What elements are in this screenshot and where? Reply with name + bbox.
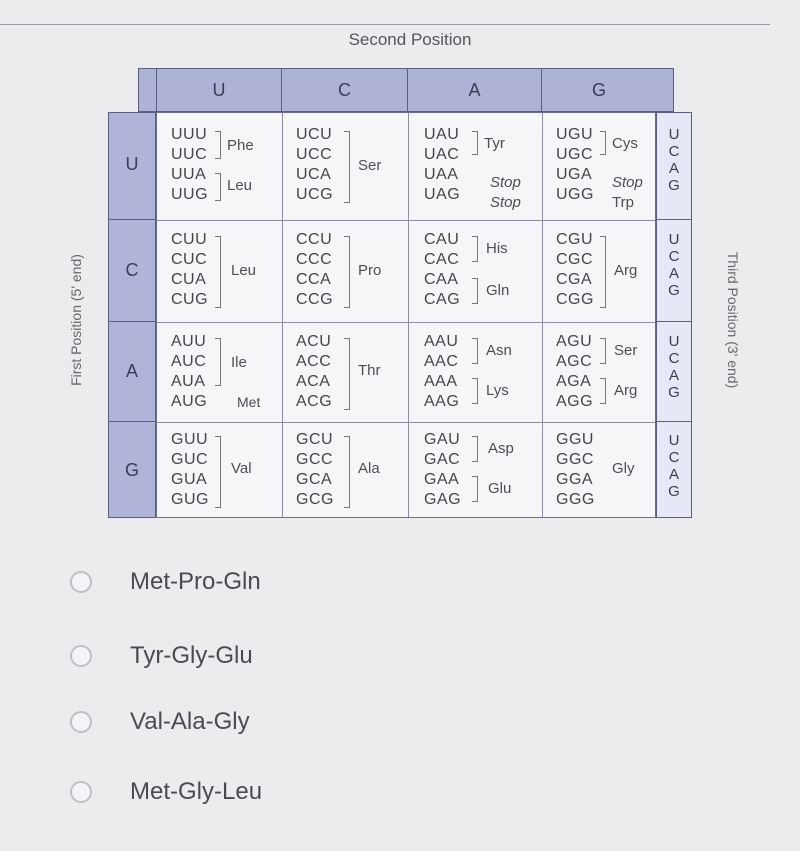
- amino-acid-label: Ile: [231, 354, 247, 371]
- row-head-u: U: [125, 154, 139, 174]
- row-head-a: A: [125, 361, 138, 381]
- amino-acid-label: Stop: [612, 174, 643, 191]
- column-header-band: [138, 68, 674, 112]
- amino-acid-label: His: [486, 240, 508, 257]
- amino-acid-label: Stop: [490, 194, 521, 211]
- amino-acid-label: Arg: [614, 262, 638, 279]
- amino-acid-label: Val: [231, 460, 252, 477]
- col-head-c: C: [281, 68, 407, 112]
- option-label: Met-Gly-Leu: [130, 778, 263, 805]
- answer-option-2[interactable]: Tyr-Gly-Glu: [70, 636, 253, 676]
- amino-acid-label: Cys: [612, 135, 638, 152]
- top-divider: [0, 24, 770, 25]
- option-label: Tyr-Gly-Glu: [130, 642, 253, 669]
- amino-acid-label: Ser: [358, 157, 382, 174]
- amino-acid-label: Phe: [227, 137, 254, 154]
- amino-acid-label: Asp: [488, 440, 514, 457]
- row-header-band: [108, 112, 156, 518]
- row-head-c: C: [125, 260, 139, 280]
- amino-acid-label: Thr: [358, 362, 381, 379]
- answer-option-4[interactable]: Met-Gly-Leu: [70, 772, 262, 812]
- amino-acid-label: Asn: [486, 342, 512, 359]
- amino-acid-label: Met: [237, 394, 261, 410]
- amino-acid-label: Ser: [614, 342, 638, 359]
- radio-button[interactable]: [70, 645, 92, 667]
- amino-acid-label: Tyr: [484, 135, 505, 152]
- answer-option-3[interactable]: Val-Ala-Gly: [70, 702, 250, 742]
- option-label: Met-Pro-Gln: [130, 568, 261, 595]
- amino-acid-label: Gln: [486, 282, 510, 299]
- second-position-label: Second Position: [348, 30, 472, 49]
- col-head-a: A: [407, 68, 541, 112]
- row-head-g: G: [124, 460, 139, 480]
- amino-acid-label: Ala: [358, 460, 380, 477]
- amino-acid-label: Pro: [358, 262, 382, 279]
- third-position-label: Third Position (3' end): [725, 251, 741, 389]
- col-head-u: U: [156, 68, 281, 112]
- radio-button[interactable]: [70, 781, 92, 803]
- amino-acid-label: Lys: [486, 382, 509, 399]
- amino-acid-label: Glu: [488, 480, 512, 497]
- amino-acid-label: Gly: [612, 460, 635, 477]
- col-head-g: G: [541, 68, 656, 112]
- amino-acid-label: Leu: [227, 177, 253, 194]
- first-position-label: First Position (5' end): [68, 254, 84, 386]
- radio-button[interactable]: [70, 711, 92, 733]
- third-position-band: [656, 112, 692, 518]
- amino-acid-label: Arg: [614, 382, 638, 399]
- answer-option-1[interactable]: Met-Pro-Gln: [70, 562, 261, 602]
- amino-acid-label: Stop: [490, 174, 521, 191]
- amino-acid-label: Leu: [231, 262, 257, 279]
- radio-button[interactable]: [70, 571, 92, 593]
- option-label: Val-Ala-Gly: [130, 708, 250, 735]
- amino-acid-label: Trp: [612, 194, 634, 211]
